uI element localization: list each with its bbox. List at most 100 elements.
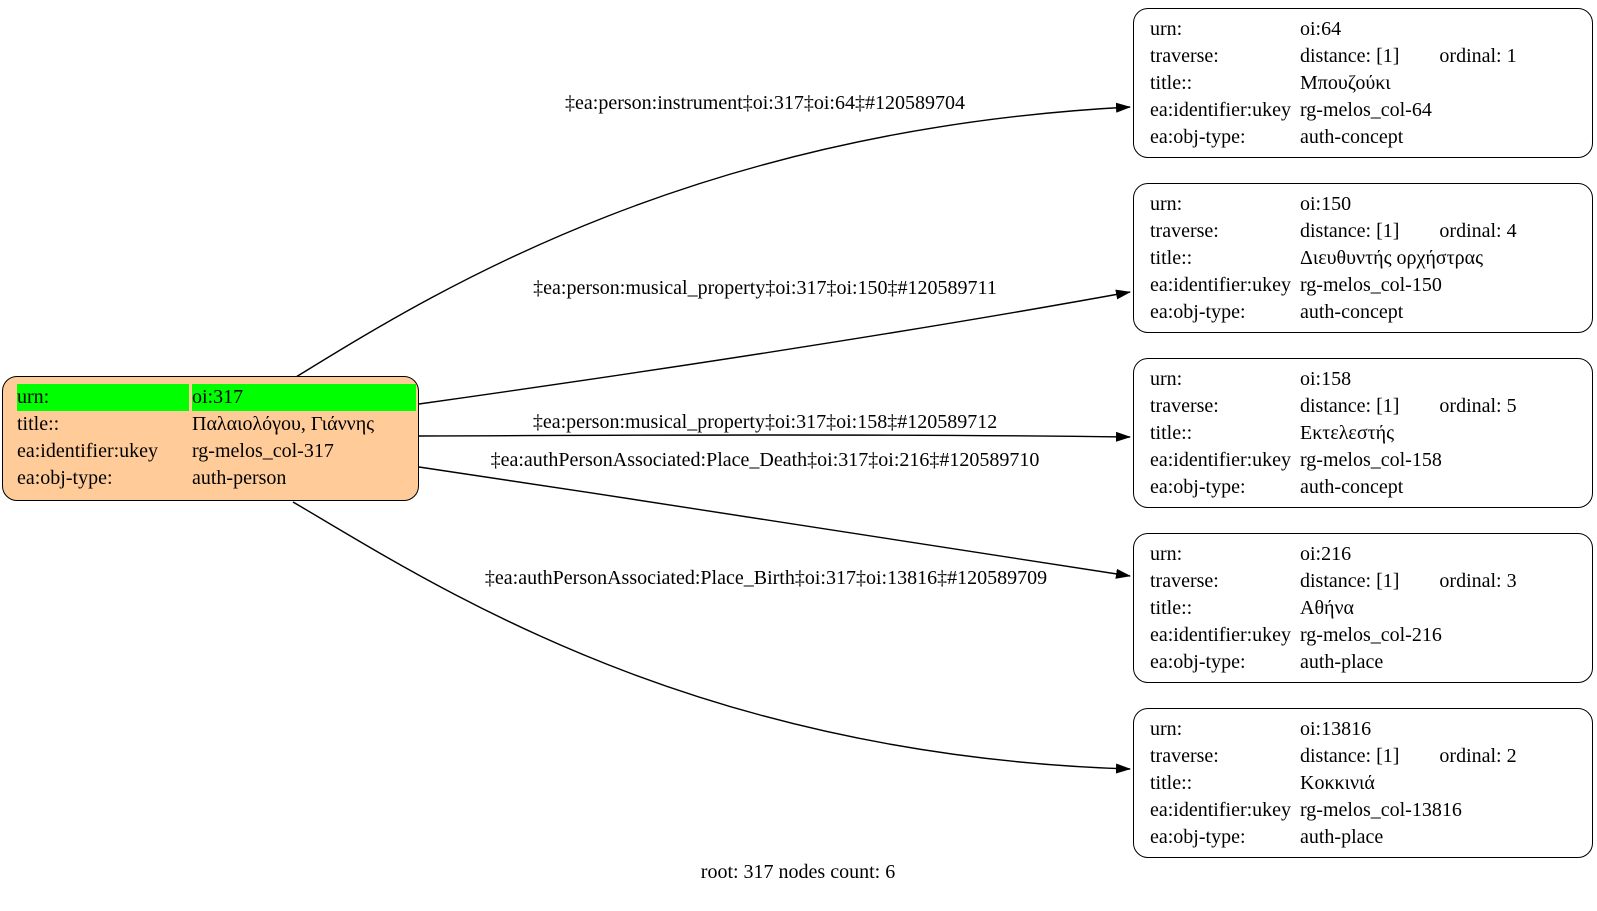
field-value-traverse: distance: [1] ordinal: 4 xyxy=(1300,218,1584,245)
node-row-title: title:: Εκτελεστής xyxy=(1150,420,1584,447)
node-row-ukey: ea:identifier:ukey rg-melos_col-13816 xyxy=(1150,797,1584,824)
field-value-traverse: distance: [1] ordinal: 5 xyxy=(1300,393,1584,420)
node-row-urn: urn: oi:317 xyxy=(17,384,416,411)
field-label-objtype: ea:obj-type: xyxy=(17,467,113,489)
field-label-objtype: ea:obj-type: xyxy=(1150,476,1246,498)
node-row-ukey: ea:identifier:ukey rg-melos_col-158 xyxy=(1150,447,1584,474)
edge-musical-property-158 xyxy=(418,431,1131,442)
field-label-urn: urn: xyxy=(1150,718,1183,740)
distance-value: distance: [1] xyxy=(1300,45,1400,67)
field-value-traverse: distance: [1] ordinal: 3 xyxy=(1300,568,1584,595)
field-value-urn: oi:158 xyxy=(1300,368,1352,390)
field-label-ukey: ea:identifier:ukey xyxy=(1150,99,1292,121)
field-label-title: title:: xyxy=(1150,422,1193,444)
node-row-urn: urn: oi:13816 xyxy=(1150,716,1584,743)
edge-person-instrument xyxy=(295,102,1131,378)
node-row-objtype: ea:obj-type: auth-place xyxy=(1150,649,1584,676)
node-oi-13816[interactable]: urn: oi:13816 traverse: distance: [1]ord… xyxy=(1133,708,1593,858)
field-label-title: title:: xyxy=(1150,772,1193,794)
field-label-ukey: ea:identifier:ukey xyxy=(1150,799,1292,821)
ordinal-value: ordinal: 3 xyxy=(1439,570,1517,592)
edge-label-musical-property-158: ‡ea:person:musical_property‡oi:317‡oi:15… xyxy=(532,411,998,433)
field-value-objtype: auth-place xyxy=(1300,651,1384,673)
node-oi-158[interactable]: urn: oi:158 traverse: distance: [1] ordin… xyxy=(1133,358,1593,508)
field-value-title: Διευθυντής ορχήστρας xyxy=(1300,247,1483,269)
node-row-urn: urn: oi:64 xyxy=(1150,16,1584,43)
field-value-objtype: auth-concept xyxy=(1300,126,1404,148)
field-label-ukey: ea:identifier:ukey xyxy=(1150,274,1292,296)
node-oi-64[interactable]: urn: oi:64 traverse: distance: [1]ordina… xyxy=(1133,8,1593,158)
field-label-traverse: traverse: xyxy=(1150,45,1219,67)
distance-value: distance: [1] xyxy=(1300,395,1400,417)
graph-footer: root: 317 nodes count: 6 xyxy=(700,861,896,883)
node-row-urn: urn: oi:150 xyxy=(1150,191,1584,218)
root-node-oi-317[interactable]: urn: oi:317 title:: Παλαιολόγου, Γιάννης… xyxy=(2,376,419,501)
node-row-traverse: traverse: distance: [1] ordinal: 3 xyxy=(1150,568,1584,595)
field-label-title: title:: xyxy=(17,413,60,435)
field-value-ukey: rg-melos_col-158 xyxy=(1300,449,1442,471)
node-row-urn: urn: oi:158 xyxy=(1150,366,1584,393)
field-value-title: Εκτελεστής xyxy=(1300,422,1395,444)
node-row-traverse: traverse: distance: [1]ordinal: 1 xyxy=(1150,43,1584,70)
node-oi-216[interactable]: urn: oi:216 traverse: distance: [1] ordin… xyxy=(1133,533,1593,683)
field-value-traverse: distance: [1]ordinal: 1 xyxy=(1300,43,1584,70)
node-row-traverse: traverse: distance: [1] ordinal: 4 xyxy=(1150,218,1584,245)
node-oi-150[interactable]: urn: oi:150 traverse: distance: [1] ordin… xyxy=(1133,183,1593,333)
edge-label-person-instrument: ‡ea:person:instrument‡oi:317‡oi:64‡#1205… xyxy=(565,92,965,114)
node-row-title: title:: Αθήνα xyxy=(1150,595,1584,622)
field-label-urn: urn: xyxy=(1150,193,1183,215)
field-label-objtype: ea:obj-type: xyxy=(1150,826,1246,848)
ordinal-value: ordinal: 5 xyxy=(1439,395,1517,417)
field-value-ukey: rg-melos_col-216 xyxy=(1300,624,1442,646)
field-value-ukey: rg-melos_col-64 xyxy=(1300,99,1432,121)
node-row-title: title:: Μπουζούκι xyxy=(1150,70,1584,97)
field-value-urn: oi:317 xyxy=(192,384,416,411)
field-label-urn: urn: xyxy=(1150,543,1183,565)
edge-label-place-death: ‡ea:authPersonAssociated:Place_Death‡oi:… xyxy=(490,449,1040,471)
edge-place-birth xyxy=(292,501,1131,774)
edge-label-place-birth: ‡ea:authPersonAssociated:Place_Birth‡oi:… xyxy=(484,567,1048,589)
field-value-traverse: distance: [1]ordinal: 2 xyxy=(1300,743,1584,770)
field-value-title: Αθήνα xyxy=(1300,597,1355,619)
edge-musical-property-150 xyxy=(418,289,1131,405)
distance-value: distance: [1] xyxy=(1300,570,1400,592)
node-row-title: title:: Διευθυντής ορχήστρας xyxy=(1150,245,1584,272)
field-label-traverse: traverse: xyxy=(1150,395,1219,417)
distance-value: distance: [1] xyxy=(1300,220,1400,242)
node-row-traverse: traverse: distance: [1] ordinal: 5 xyxy=(1150,393,1584,420)
field-label-traverse: traverse: xyxy=(1150,570,1219,592)
node-row-objtype: ea:obj-type: auth-concept xyxy=(1150,124,1584,151)
node-row-objtype: ea:obj-type: auth-concept xyxy=(1150,474,1584,501)
field-value-ukey: rg-melos_col-150 xyxy=(1300,274,1442,296)
field-label-title: title:: xyxy=(1150,72,1193,94)
field-value-urn: oi:13816 xyxy=(1300,718,1372,740)
field-label-title: title:: xyxy=(1150,597,1193,619)
node-row-title: title:: Παλαιολόγου, Γιάννης xyxy=(17,411,416,438)
field-label-ukey: ea:identifier:ukey xyxy=(17,440,159,462)
ordinal-value: ordinal: 2 xyxy=(1439,745,1517,767)
node-row-objtype: ea:obj-type: auth-person xyxy=(17,465,416,492)
field-label-ukey: ea:identifier:ukey xyxy=(1150,624,1292,646)
field-value-objtype: auth-concept xyxy=(1300,476,1404,498)
field-label-objtype: ea:obj-type: xyxy=(1150,126,1246,148)
field-label-traverse: traverse: xyxy=(1150,745,1219,767)
ordinal-value: ordinal: 4 xyxy=(1439,220,1517,242)
edge-label-musical-property-150: ‡ea:person:musical_property‡oi:317‡oi:15… xyxy=(533,277,997,299)
field-value-ukey: rg-melos_col-13816 xyxy=(1300,799,1462,821)
field-value-objtype: auth-place xyxy=(1300,826,1384,848)
field-label-urn: urn: xyxy=(17,384,189,411)
node-row-urn: urn: oi:216 xyxy=(1150,541,1584,568)
field-label-objtype: ea:obj-type: xyxy=(1150,651,1246,673)
edge-place-death xyxy=(418,466,1131,579)
field-value-ukey: rg-melos_col-317 xyxy=(192,440,334,462)
node-row-ukey: ea:identifier:ukey rg-melos_col-150 xyxy=(1150,272,1584,299)
node-row-objtype: ea:obj-type: auth-place xyxy=(1150,824,1584,851)
field-value-objtype: auth-concept xyxy=(1300,301,1404,323)
node-row-ukey: ea:identifier:ukey rg-melos_col-216 xyxy=(1150,622,1584,649)
field-value-title: Μπουζούκι xyxy=(1300,72,1391,94)
field-value-title: Κοκκινιά xyxy=(1300,772,1375,794)
field-label-traverse: traverse: xyxy=(1150,220,1219,242)
field-label-urn: urn: xyxy=(1150,368,1183,390)
node-row-ukey: ea:identifier:ukey rg-melos_col-64 xyxy=(1150,97,1584,124)
